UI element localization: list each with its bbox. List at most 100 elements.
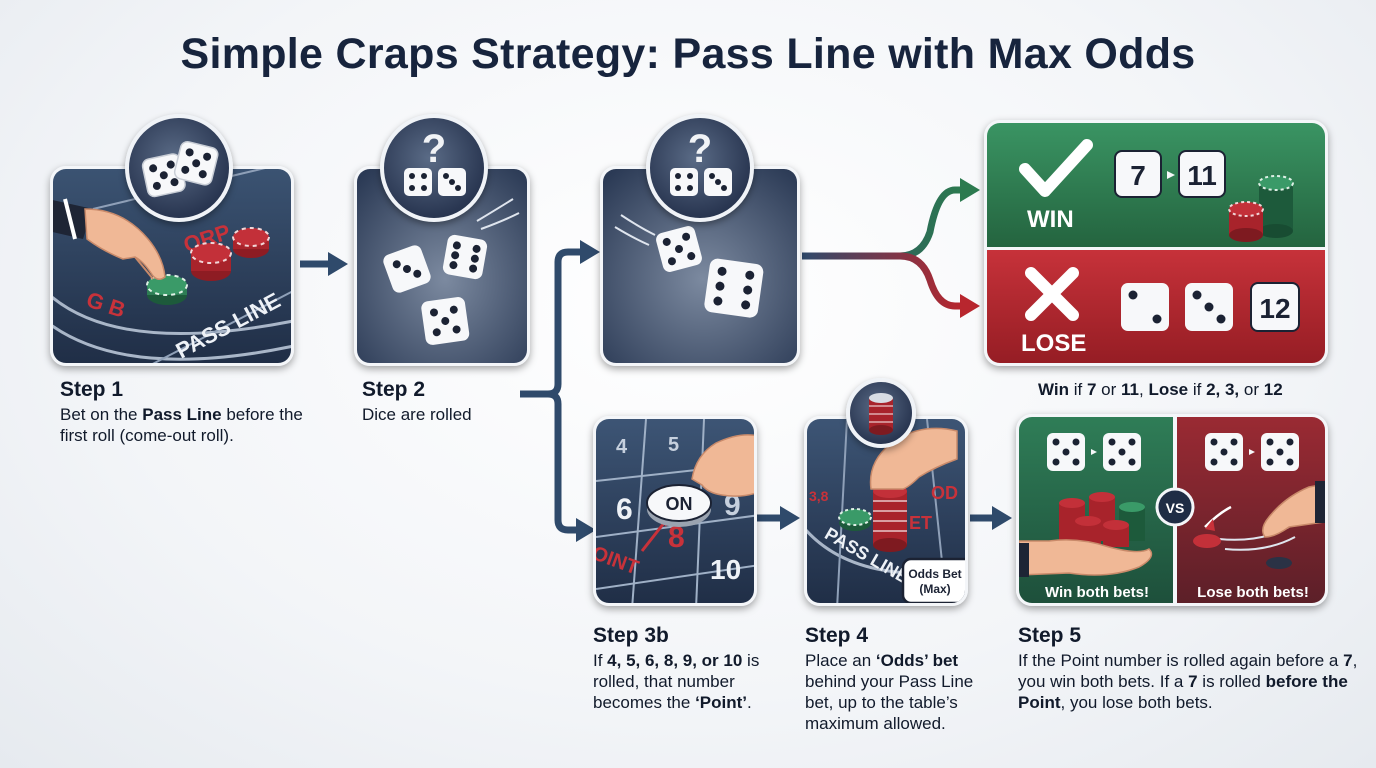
caption-text: or	[1096, 380, 1121, 399]
vs-label: VS	[1166, 500, 1185, 516]
step5-desc-text: If the Point number is rolled again befo…	[1018, 651, 1344, 670]
number-8: 8	[668, 521, 685, 554]
arrow-icon	[970, 506, 1012, 530]
step5-desc-bold: 7	[1343, 651, 1353, 670]
chip-stack-icon	[1228, 175, 1294, 242]
caption-win: Win	[1038, 380, 1070, 399]
chip-icon	[838, 508, 872, 531]
step4-chip-badge	[846, 378, 916, 448]
caption-text: if	[1188, 380, 1207, 399]
step4-title: Step 4	[805, 624, 869, 647]
caption-craps-numbers: 2, 3,	[1206, 380, 1240, 399]
number-4: 4	[616, 436, 628, 458]
step2-text: Step 2 Dice are rolled	[362, 378, 542, 425]
arrow-icon	[756, 506, 800, 530]
hand-icon	[1019, 539, 1153, 576]
step1-desc: Bet on the Pass Line before the first ro…	[60, 404, 310, 446]
chip-stack-icon	[873, 484, 907, 552]
win-both-bets: Win both bets!	[1045, 584, 1149, 601]
step1-title: Step 1	[60, 378, 124, 401]
question-mark: ?	[422, 127, 446, 171]
step5-desc: If the Point number is rolled again befo…	[1018, 650, 1363, 713]
step4-desc-text: behind your Pass Line bet, up to the tab…	[805, 672, 974, 733]
dice-icon	[656, 226, 764, 318]
step3-question-badge: ?	[646, 114, 754, 222]
vs-badge	[1155, 487, 1195, 527]
step3b-desc-text: .	[747, 693, 752, 712]
check-icon	[1019, 139, 1093, 197]
step4-panel: 3,8 OD ET PASS LINE Odds Bet (Max)	[804, 416, 968, 606]
step4-dont-text: OD	[931, 483, 958, 503]
step4-desc-bold: ‘Odds’ bet	[875, 651, 959, 670]
arrow-icon	[300, 252, 348, 276]
caption-lose: Lose	[1148, 380, 1189, 399]
step3b-desc-text: is rolled, that number becomes the	[593, 651, 760, 712]
chip-stack-icon	[869, 393, 893, 435]
step3b-panel: 4 5 6 8 9 10 OINT ON	[593, 416, 757, 606]
step2-question-badge: ?	[380, 114, 488, 222]
step3b-desc: If 4, 5, 6, 8, 9, or 10 is rolled, that …	[593, 650, 773, 713]
on-puck: ON	[646, 484, 712, 527]
step1-desc-text: Bet on the	[60, 405, 143, 424]
dice-icon	[1121, 283, 1233, 331]
win-lose-caption: Win if 7 or 11, Lose if 2, 3, or 12	[1038, 380, 1283, 400]
step5-text: Step 5 If the Point number is rolled aga…	[1018, 624, 1363, 713]
step5-desc-bold: 7	[1188, 672, 1198, 691]
step3b-desc-bold: 4, 5, 6, 8, 9, or 10	[607, 651, 743, 670]
caption-eleven: 11	[1121, 380, 1139, 399]
step2-desc: Dice are rolled	[362, 405, 472, 424]
step4-text: Step 4 Place an ‘Odds’ bet behind your P…	[805, 624, 995, 734]
odds-bet-line1: Odds Bet	[908, 567, 961, 581]
lose-number-12: 12	[1259, 293, 1290, 324]
step1-dice-badge	[125, 114, 233, 222]
chip-stack-icon	[1059, 492, 1145, 547]
arrow-icon	[802, 186, 962, 310]
hand-icon	[1262, 483, 1325, 538]
step4-desc-text: Place an	[805, 651, 876, 670]
number-6: 6	[616, 493, 633, 526]
odds-bet-line2: (Max)	[919, 582, 950, 596]
step1-desc-bold: Pass Line	[142, 405, 222, 424]
win-label: WIN	[1027, 206, 1074, 233]
step3b-desc-bold: ‘Point’	[695, 693, 748, 712]
x-icon	[1025, 267, 1079, 321]
step5-title: Step 5	[1018, 624, 1082, 647]
step1-panel: PASS LINE ORP G B	[50, 166, 294, 366]
chip-icon	[1193, 534, 1292, 569]
step3b-text: Step 3b If 4, 5, 6, 8, 9, or 10 is rolle…	[593, 624, 773, 713]
question-dice-icon: ?	[404, 127, 466, 196]
step4-desc: Place an ‘Odds’ bet behind your Pass Lin…	[805, 650, 995, 734]
dice-icon	[141, 140, 219, 198]
on-puck-label: ON	[666, 494, 693, 514]
number-5: 5	[668, 434, 679, 456]
step5-desc-bold: before the Point	[1018, 672, 1348, 712]
step5-desc-text: is rolled	[1197, 672, 1266, 691]
dice-icon	[383, 234, 488, 345]
question-dice-icon: ?	[670, 127, 732, 196]
chip-icon	[146, 274, 188, 305]
caption-text: ,	[1138, 380, 1149, 399]
lose-label: LOSE	[1021, 330, 1086, 357]
step1-desc-text: before the first roll (come-out roll).	[60, 405, 303, 445]
step3b-title: Step 3b	[593, 624, 669, 647]
step2-title: Step 2	[362, 378, 426, 401]
number-10: 10	[710, 554, 741, 585]
dice-icon	[1047, 433, 1299, 471]
step5-panel: Win both bets! Lose both bets! VS	[1016, 414, 1328, 606]
win-number-7: 7	[1130, 160, 1146, 191]
step5-desc-text: , you win both bets. If a	[1018, 651, 1358, 691]
caption-text: or	[1239, 380, 1264, 399]
arrow-icon	[520, 248, 582, 534]
step4-numbers-text: 3,8	[809, 488, 829, 504]
caption-twelve: 12	[1263, 380, 1283, 399]
step5-desc-text: , you lose both bets.	[1060, 693, 1213, 712]
win-lose-panel: WIN 7 11 LOSE 12	[984, 120, 1328, 366]
hand-icon	[691, 434, 754, 497]
chip-stack-icon	[190, 227, 270, 281]
page-title: Simple Craps Strategy: Pass Line with Ma…	[180, 30, 1196, 78]
caption-text: if	[1069, 380, 1087, 399]
number-9: 9	[724, 489, 741, 522]
step4-bet-text: ET	[909, 513, 932, 533]
caption-seven: 7	[1086, 380, 1097, 399]
